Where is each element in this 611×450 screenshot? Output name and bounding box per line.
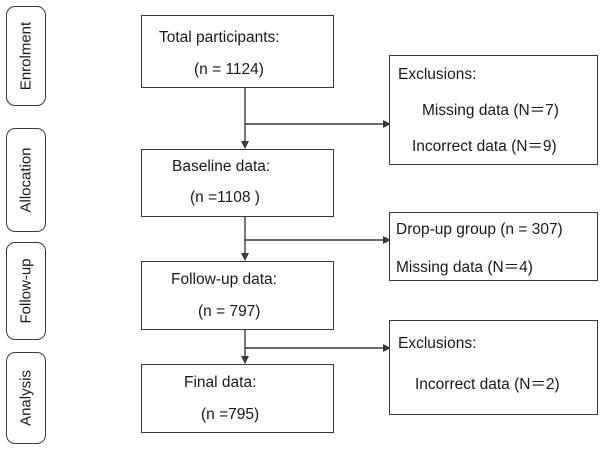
phase-allocation: Allocation bbox=[6, 128, 46, 232]
phase-label: Allocation bbox=[17, 147, 35, 213]
phase-follow-up: Follow-up bbox=[6, 242, 46, 340]
box-final-data: Final data: (n =795) bbox=[141, 364, 334, 433]
exclusion-item: Drop-up group (n = 307) bbox=[396, 221, 563, 238]
exclusion-item: Missing data (N＝7) bbox=[422, 102, 559, 119]
box-title: Baseline data: bbox=[172, 158, 271, 175]
phase-enrolment: Enrolment bbox=[6, 6, 46, 106]
box-baseline-data: Baseline data: (n =1108 ) bbox=[141, 149, 334, 217]
box-count: (n =1108 ) bbox=[190, 189, 260, 206]
box-count: (n =795) bbox=[201, 406, 260, 423]
phase-label: Analysis bbox=[17, 370, 35, 426]
box-title: Total participants: bbox=[159, 29, 280, 46]
box-follow-up-data: Follow-up data: (n = 797) bbox=[141, 261, 334, 330]
phase-label: Follow-up bbox=[17, 258, 35, 324]
box-total-participants: Total participants: (n = 1124) bbox=[141, 15, 334, 88]
box-exclusions-analysis: Exclusions: Incorrect data (N＝2) bbox=[389, 320, 598, 415]
phase-label: Enrolment bbox=[17, 21, 35, 91]
exclusions-heading: Exclusions: bbox=[398, 66, 477, 83]
exclusions-heading: Exclusions: bbox=[398, 335, 477, 352]
box-count: (n = 1124) bbox=[194, 61, 264, 78]
box-title: Final data: bbox=[184, 374, 257, 391]
exclusion-item: Incorrect data (N＝9) bbox=[412, 138, 557, 155]
exclusion-item: Missing data (N＝4) bbox=[396, 259, 533, 276]
exclusion-item: Incorrect data (N＝2) bbox=[415, 376, 560, 393]
box-exclusions-follow-up: Drop-up group (n = 307) Missing data (N＝… bbox=[389, 212, 598, 281]
box-count: (n = 797) bbox=[198, 303, 261, 320]
box-title: Follow-up data: bbox=[171, 271, 277, 288]
box-exclusions-enrolment: Exclusions: Missing data (N＝7) Incorrect… bbox=[389, 55, 598, 165]
phase-analysis: Analysis bbox=[6, 352, 46, 444]
